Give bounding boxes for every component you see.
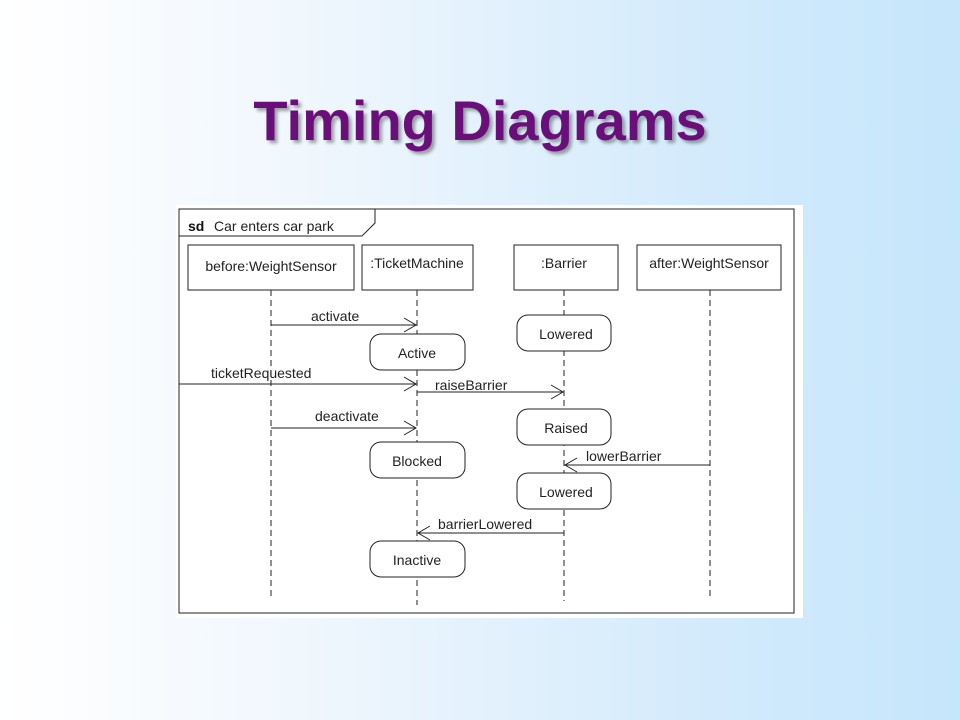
state-label-blocked: Blocked (392, 453, 442, 469)
frame-keyword: sd (188, 218, 204, 234)
lifeline-head-barrier (513, 244, 619, 291)
slide-title: Timing Diagrams (253, 89, 707, 152)
message-raise-barrier: raiseBarrier (417, 377, 564, 400)
message-label-activate: activate (311, 308, 359, 324)
diagram-canvas: sd Car enters car park before:WeightSens… (178, 208, 795, 614)
message-label-deactivate: deactivate (315, 408, 379, 424)
frame-name: Car enters car park (214, 218, 335, 234)
lifeline-head-weight-after (636, 244, 782, 291)
state-lowered-initial: Lowered (516, 314, 612, 352)
arrowhead-icon (403, 376, 417, 392)
message-label-ticket-requested: ticketRequested (211, 365, 311, 381)
lifeline-label-weight-before: before:WeightSensor (205, 258, 337, 274)
state-raised: Raised (516, 408, 612, 446)
arrowhead-icon (564, 457, 578, 473)
message-activate: activate (271, 308, 417, 333)
state-active: Active (369, 333, 466, 371)
arrowhead-icon (417, 525, 431, 541)
state-inactive: Inactive (369, 540, 466, 578)
frame-tab (179, 209, 376, 237)
lifeline-head-ticket-machine (361, 244, 474, 291)
arrowhead-icon (550, 384, 564, 400)
state-lowered-final: Lowered (516, 472, 612, 510)
lifeline-label-ticket-machine: :TicketMachine (370, 255, 464, 271)
message-lower-barrier: lowerBarrier (564, 448, 710, 473)
sequence-diagram: sd Car enters car park before:WeightSens… (176, 205, 803, 618)
lifeline-label-weight-after: after:WeightSensor (649, 255, 769, 271)
state-label-active: Active (398, 345, 436, 361)
state-label-raised: Raised (544, 420, 588, 436)
state-label-inactive: Inactive (393, 552, 441, 568)
lifeline-head-weight-before (187, 244, 355, 291)
message-barrier-lowered: barrierLowered (417, 516, 564, 541)
message-label-raise-barrier: raiseBarrier (435, 377, 508, 393)
arrowhead-icon (403, 317, 417, 333)
state-label-lowered-final: Lowered (539, 484, 593, 500)
state-blocked: Blocked (369, 441, 466, 479)
lifeline-label-barrier: :Barrier (541, 255, 587, 271)
state-label-lowered-initial: Lowered (539, 326, 593, 342)
message-ticket-requested: ticketRequested (179, 365, 417, 392)
frame-border (178, 208, 795, 614)
message-label-lower-barrier: lowerBarrier (586, 448, 662, 464)
message-deactivate: deactivate (271, 408, 417, 436)
arrowhead-icon (403, 420, 417, 436)
message-label-barrier-lowered: barrierLowered (438, 516, 532, 532)
